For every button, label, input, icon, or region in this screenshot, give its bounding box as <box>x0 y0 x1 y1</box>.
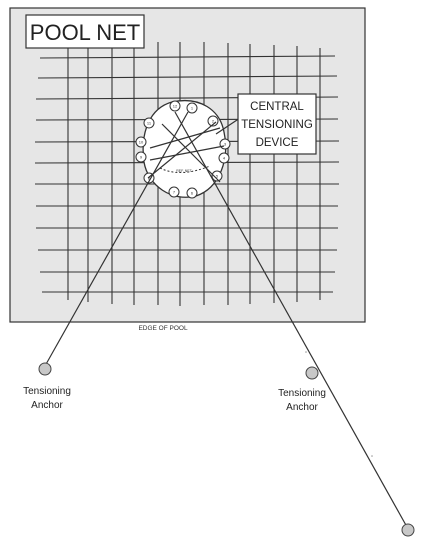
callout-line-3: DEVICE <box>256 137 299 149</box>
left-anchor-label-line-2: Anchor <box>31 400 63 411</box>
device-port-number: 9 <box>140 154 143 159</box>
device-port <box>218 152 230 164</box>
device-port <box>169 100 181 112</box>
device-port <box>211 170 223 182</box>
tension-cables <box>44 111 408 528</box>
title-box <box>25 14 145 49</box>
device-port-number: 5 <box>216 173 219 178</box>
callout-line-2: TENSIONING <box>241 119 313 131</box>
device-port-number: 4 <box>223 155 226 160</box>
left-anchor-label-line-1: Tensioning <box>23 386 71 397</box>
device-port-number: 6 <box>191 190 194 195</box>
device-port-number: 1 <box>191 105 194 110</box>
device-port <box>168 186 180 198</box>
speck <box>305 351 307 353</box>
callout-leader <box>215 117 241 135</box>
cable-left <box>44 111 189 367</box>
device-port <box>186 102 198 114</box>
speck <box>371 455 373 457</box>
device-port-number: 7 <box>173 189 176 194</box>
callout-line-1: CENTRAL <box>250 101 304 113</box>
device-port-number: 11 <box>147 120 152 125</box>
device-port-number: 12 <box>173 103 178 108</box>
title-text: POOL NET <box>30 20 140 45</box>
device-port <box>207 115 219 127</box>
far-anchor-marker <box>401 523 415 537</box>
device-port-number: 10 <box>139 139 144 144</box>
device-port-number: 8 <box>148 175 151 180</box>
callout-box <box>237 93 317 155</box>
left-anchor-marker <box>38 362 52 376</box>
device-outline <box>142 100 227 198</box>
device-port-number: 3 <box>224 141 227 146</box>
right-anchor-marker <box>305 366 319 380</box>
device-port <box>186 187 198 199</box>
device-port <box>135 151 147 163</box>
edge-of-pool-label: EDGE OF POOL <box>138 325 188 332</box>
device-port <box>143 117 155 129</box>
cable-right <box>174 111 408 528</box>
device-center-label: REF. NET <box>176 169 192 173</box>
right-anchor-label-line-1: Tensioning <box>278 388 326 399</box>
device-port-number: 2 <box>212 118 215 123</box>
device-port <box>135 136 147 148</box>
right-anchor-label-line-2: Anchor <box>286 402 318 413</box>
